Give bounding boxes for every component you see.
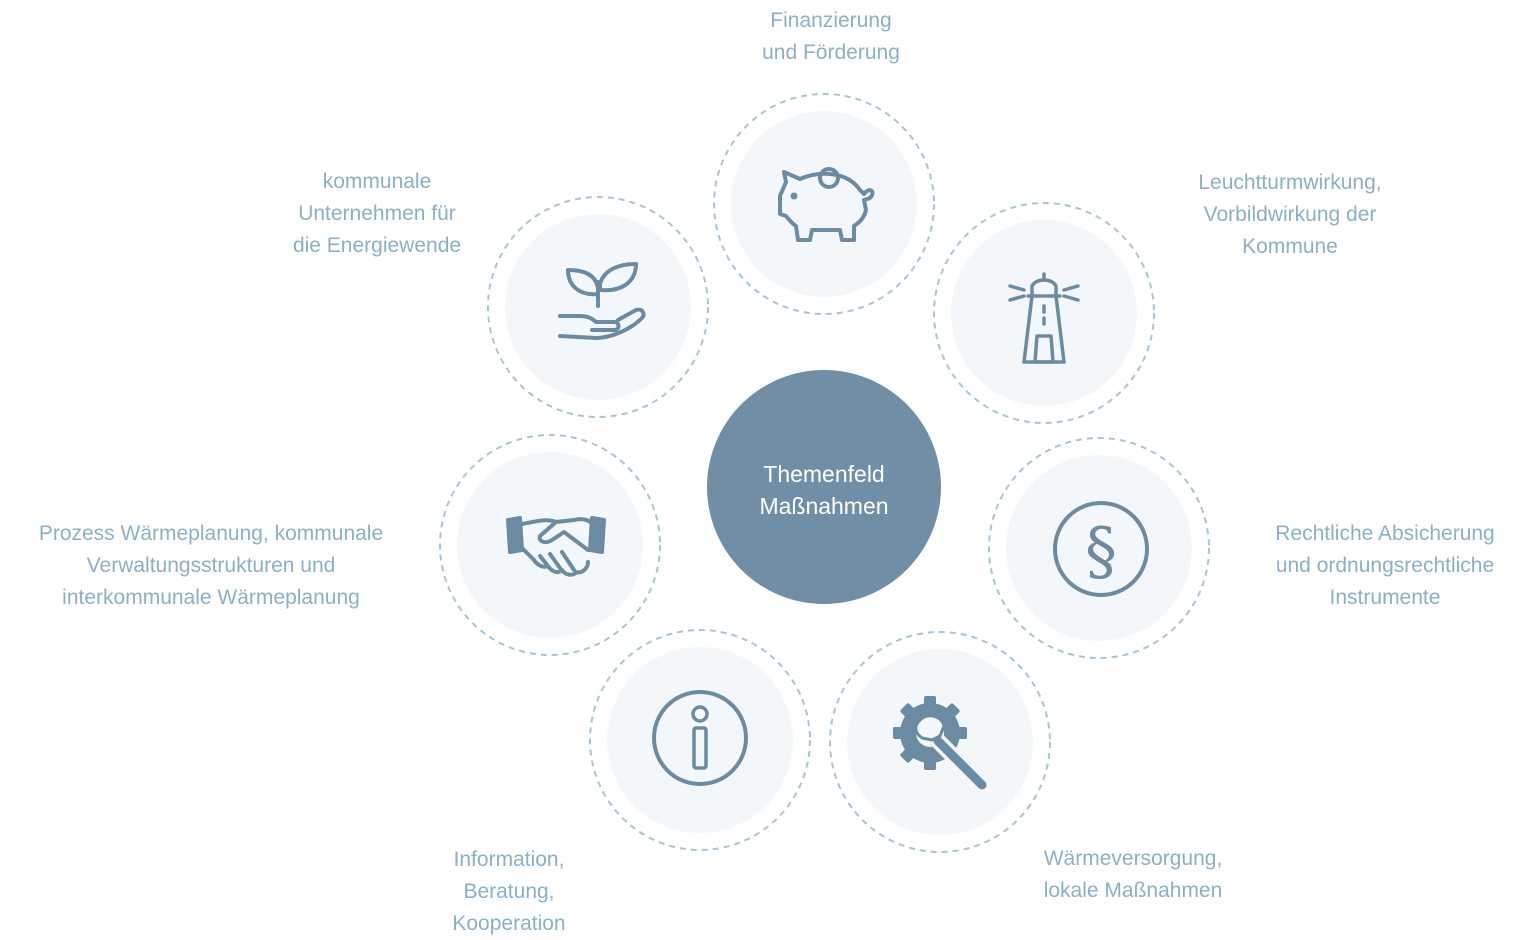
label-heat-supply: Wärmeversorgung, lokale Maßnahmen [1013, 843, 1253, 907]
label-line: Wärmeversorgung, [1043, 847, 1223, 870]
topic-node-lighthouse [933, 202, 1155, 424]
dashed-ring [713, 93, 935, 315]
dashed-ring [933, 202, 1155, 424]
svg-text:§: § [1085, 515, 1117, 589]
label-line: Finanzierung [770, 9, 892, 32]
label-line: Instrumente [1329, 586, 1441, 609]
center-title: Themenfeld Maßnahmen [707, 458, 941, 522]
label-line: Rechtliche Absicherung [1275, 522, 1495, 545]
satellite-circle [731, 111, 917, 297]
label-line: Leuchtturmwirkung, [1198, 171, 1382, 194]
paragraph-icon: § [1053, 501, 1149, 597]
topic-node-process [439, 434, 661, 656]
label-line: und ordnungsrechtliche [1275, 554, 1495, 577]
label-line: interkommunale Wärmeplanung [62, 586, 360, 609]
label-line: Prozess Wärmeplanung, kommunale [38, 522, 384, 545]
topic-node-legal: § [988, 437, 1210, 659]
label-process: Prozess Wärmeplanung, kommunale Verwaltu… [6, 518, 416, 614]
handshake-icon [506, 516, 606, 577]
topic-node-heat-supply [829, 631, 1051, 853]
label-line: Beratung, [463, 880, 555, 903]
dashed-ring [829, 631, 1051, 853]
gear-wrench-icon [893, 696, 990, 793]
dashed-ring [589, 629, 811, 851]
label-line: lokale Maßnahmen [1043, 879, 1223, 902]
center-circle [707, 370, 941, 604]
dashed-ring [439, 434, 661, 656]
center-title-line1: Themenfeld [763, 461, 885, 487]
label-line: Kooperation [452, 912, 566, 935]
satellite-circle [1006, 455, 1192, 641]
label-lighthouse: Leuchtturmwirkung, Vorbildwirkung der Ko… [1160, 167, 1420, 263]
label-financing: Finanzierung und Förderung [731, 5, 931, 69]
label-line: und Förderung [762, 41, 900, 64]
label-line: Verwaltungsstrukturen und [86, 554, 336, 577]
label-information: Information, Beratung, Kooperation [419, 844, 599, 940]
satellite-circle [457, 452, 643, 638]
piggy-bank-icon [778, 167, 875, 242]
topic-node-financing [713, 93, 935, 315]
label-line: Vorbildwirkung der [1203, 203, 1377, 226]
satellite-circle [607, 647, 793, 833]
label-legal: Rechtliche Absicherung und ordnungsrecht… [1250, 518, 1520, 614]
label-line: Kommune [1242, 235, 1338, 258]
center-title-line2: Maßnahmen [759, 493, 889, 519]
plant-hand-icon [558, 262, 646, 340]
dashed-ring [487, 196, 709, 418]
lighthouse-icon [1008, 272, 1080, 364]
dashed-ring [988, 437, 1210, 659]
label-line: Unternehmen für [298, 202, 456, 225]
topic-node-municipal-companies [487, 196, 709, 418]
label-line: Information, [453, 848, 565, 871]
label-line: kommunale [322, 170, 432, 193]
info-icon [652, 690, 748, 786]
topic-node-information [589, 629, 811, 851]
label-line: die Energiewende [292, 234, 462, 257]
label-municipal-companies: kommunale Unternehmen für die Energiewen… [272, 166, 482, 262]
